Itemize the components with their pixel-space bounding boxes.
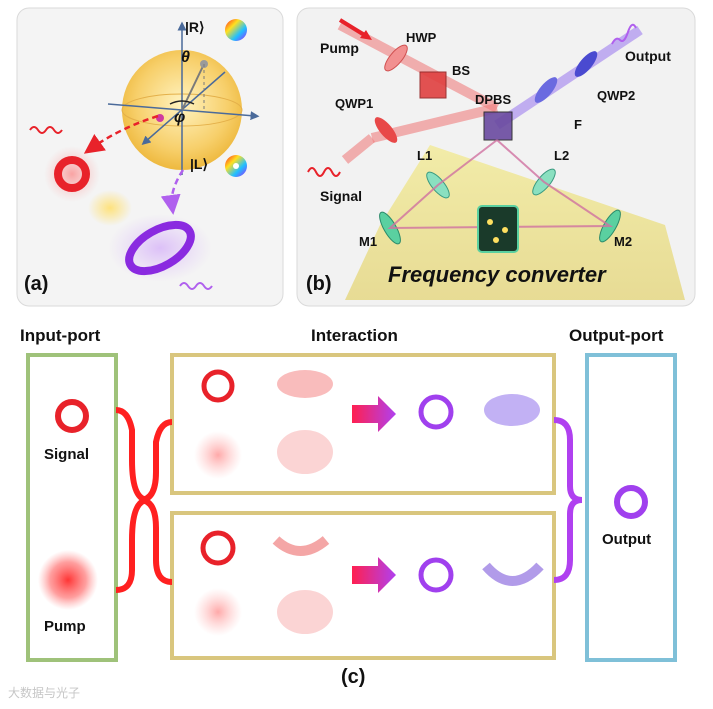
qwp2-plate	[574, 51, 598, 77]
pump-wavefront	[277, 430, 333, 474]
label-dpbs: DPBS	[475, 92, 512, 107]
conversion-arrow-top	[352, 396, 396, 432]
output-port-title: Output-port	[569, 326, 664, 345]
interaction-pump-spot	[194, 431, 242, 479]
label-output: Output	[625, 48, 671, 64]
interaction-signal-ring-2	[200, 530, 236, 566]
color-wheel-r-icon	[225, 19, 247, 41]
crystal-spot	[493, 237, 499, 243]
output-port-box	[585, 353, 677, 662]
converted-wavefront-top	[484, 394, 540, 426]
panel-c	[26, 353, 677, 662]
theta-label: θ	[181, 49, 190, 66]
interaction-signal-ring	[201, 369, 235, 403]
ket-l-label: |L⟩	[190, 156, 208, 172]
label-l2: L2	[554, 148, 570, 163]
ket-r-label: |R⟩	[185, 19, 205, 35]
purple-bracket	[553, 417, 583, 583]
label-qwp1: QWP1	[335, 96, 374, 111]
red-vortex-ring	[54, 156, 90, 192]
panel-b	[296, 7, 696, 307]
label-qwp2: QWP2	[597, 88, 636, 103]
phi-arc	[169, 100, 195, 105]
watermark: 大数据与光子	[8, 686, 81, 700]
output-ring	[614, 485, 648, 519]
red-bracket-right	[139, 419, 173, 585]
panel-b-letter: (b)	[306, 273, 332, 295]
state-vector	[181, 63, 205, 111]
purple-wave-icon	[179, 282, 213, 290]
converted-ring-top	[418, 394, 454, 430]
converted-wavefront-bottom	[482, 562, 544, 586]
label-hwp: HWP	[406, 30, 437, 45]
input-signal-label: Signal	[44, 446, 90, 463]
bs-cube	[419, 71, 447, 99]
input-port-box	[26, 353, 118, 662]
converted-ring-bottom	[418, 557, 454, 593]
hwp-plate	[384, 44, 408, 72]
color-wheel-l-center	[233, 163, 239, 169]
conversion-arrow-bottom	[352, 557, 396, 593]
label-m2: M2	[614, 234, 633, 249]
dashed-arrow-purple	[160, 169, 185, 215]
panel-a-letter: (a)	[24, 273, 49, 295]
axis-diagonal	[141, 71, 226, 145]
input-pump-spot	[38, 550, 98, 610]
interaction-box-bottom	[170, 511, 556, 660]
pump-arrow-head	[360, 30, 372, 40]
signal-wavefront	[277, 370, 333, 398]
input-pump-label: Pump	[44, 618, 86, 635]
purple-vortex-ring	[125, 220, 195, 276]
output-label: Output	[602, 531, 652, 548]
dpbs-cube	[483, 111, 513, 141]
input-signal-ring	[55, 399, 89, 433]
pump-arrow	[338, 18, 368, 38]
yellow-beam	[88, 190, 132, 226]
label-pump: Pump	[320, 40, 359, 56]
frequency-converter-title: Frequency converter	[388, 262, 606, 287]
pump-wavefront-2	[277, 590, 333, 634]
label-l1: L1	[417, 148, 433, 163]
label-f: F	[574, 117, 582, 132]
crystal-cube	[477, 205, 519, 253]
label-signal: Signal	[320, 188, 363, 204]
crystal-spot	[487, 219, 493, 225]
f-filter	[534, 77, 558, 103]
interaction-pump-spot-2	[194, 588, 242, 636]
signal-wave-icon	[307, 167, 341, 177]
crystal-spot	[502, 227, 508, 233]
red-wave-icon	[29, 126, 63, 134]
input-port-title: Input-port	[20, 326, 101, 345]
output-wave-icon	[611, 23, 637, 45]
red-glow	[44, 146, 100, 202]
qwp1-plate	[374, 117, 398, 143]
signal-input-beam	[341, 134, 376, 164]
label-m1: M1	[359, 234, 378, 249]
interaction-title: Interaction	[311, 326, 398, 345]
label-bs: BS	[452, 63, 471, 78]
phi-label: φ	[174, 109, 186, 126]
panel-a	[16, 7, 284, 307]
panel-c-letter: (c)	[341, 666, 366, 688]
output-beam	[494, 25, 643, 130]
signal-wavefront-2	[272, 536, 330, 556]
